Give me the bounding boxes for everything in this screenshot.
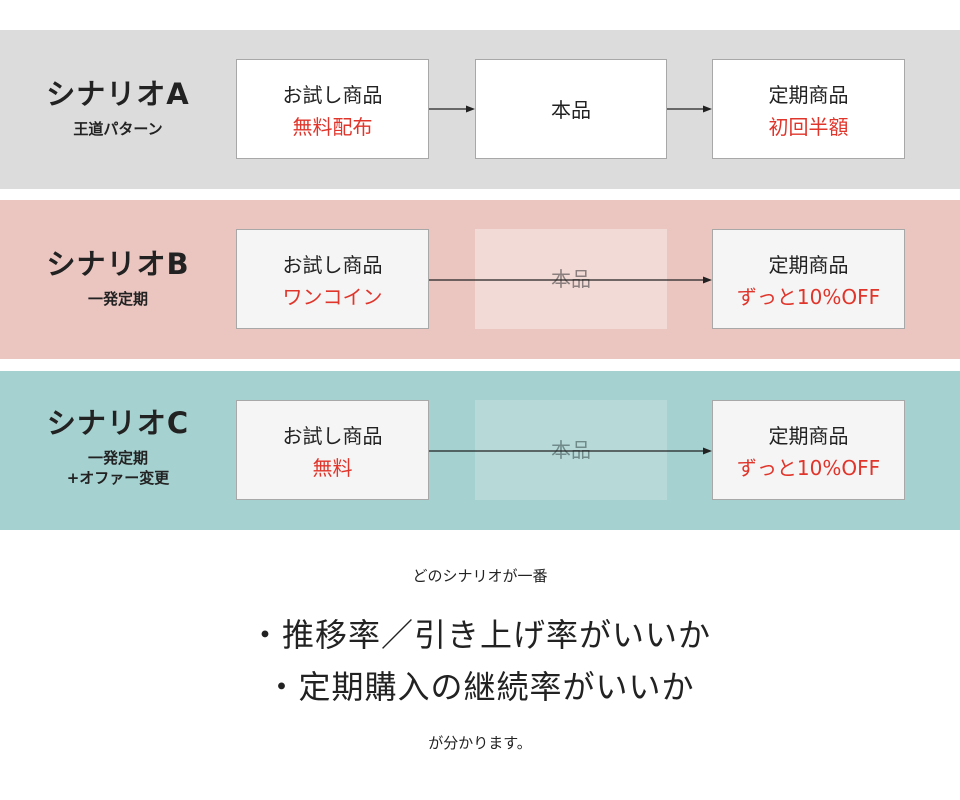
- scenario-a-main-product-box: 本品: [475, 59, 667, 159]
- scenario-a-subscription-offer: 初回半額: [768, 115, 849, 139]
- scenario-c-subtitle-line-1: 一発定期: [87, 449, 148, 467]
- scenario-a-main-product-label: 本品: [551, 98, 591, 122]
- scenario-c-subtitle-line-2: +オファー変更: [66, 469, 170, 487]
- scenario-a-band: シナリオA 王道パターン お試し商品 無料配布 本品 定期商品 初回半額: [0, 30, 960, 189]
- scenario-c-subscription-label: 定期商品: [768, 424, 849, 448]
- bullet-retention-rate: ・定期購入の継続率がいいか: [265, 668, 695, 706]
- scenario-b-trial-box: お試し商品 ワンコイン: [236, 229, 429, 329]
- scenario-b-subtitle: 一発定期: [87, 290, 148, 308]
- scenario-b-title: シナリオB: [46, 247, 190, 281]
- scenario-b-skipped-main-product-label: 本品: [551, 267, 591, 291]
- scenario-c-subscription-box: 定期商品 ずっと10%OFF: [712, 400, 905, 500]
- arrow-c-head: [703, 447, 712, 455]
- scenario-c-trial-box: お試し商品 無料: [236, 400, 429, 500]
- scenario-b-band: シナリオB 一発定期 お試し商品 ワンコイン 本品 定期商品 ずっと10%OFF: [0, 200, 960, 359]
- scenario-c-band: シナリオC 一発定期 +オファー変更 お試し商品 無料 本品 定期商品 ずっと1…: [0, 371, 960, 530]
- bottom-lead-text: どのシナリオが一番: [412, 567, 548, 585]
- arrow-b-head: [703, 276, 712, 284]
- scenario-a-subtitle: 王道パターン: [73, 120, 163, 138]
- scenario-a-trial-label: お試し商品: [282, 83, 383, 107]
- scenario-a-subscription-box: 定期商品 初回半額: [712, 59, 905, 159]
- bottom-tail-text: が分かります。: [428, 734, 532, 752]
- scenario-b-subscription-box: 定期商品 ずっと10%OFF: [712, 229, 905, 329]
- scenario-c-trial-offer: 無料: [312, 456, 353, 480]
- scenario-c-trial-label: お試し商品: [282, 424, 383, 448]
- scenario-c-skipped-main-product-label: 本品: [551, 438, 591, 462]
- arrow-a-2-head: [703, 105, 712, 113]
- scenario-a-trial-box: お試し商品 無料配布: [236, 59, 429, 159]
- scenario-b-skipped-main-product: 本品: [475, 229, 667, 329]
- scenario-a-title: シナリオA: [46, 77, 190, 111]
- scenario-b-subscription-label: 定期商品: [768, 253, 849, 277]
- arrow-a-1-head: [466, 105, 475, 113]
- scenario-b-trial-offer: ワンコイン: [282, 285, 383, 309]
- scenario-c-skipped-main-product: 本品: [475, 400, 667, 500]
- scenario-c-subtitle: 一発定期 +オファー変更: [0, 448, 236, 488]
- scenario-a-subscription-label: 定期商品: [768, 83, 849, 107]
- scenario-b-trial-label: お試し商品: [282, 253, 383, 277]
- scenario-b-subscription-offer: ずっと10%OFF: [736, 285, 881, 309]
- scenario-a-trial-offer: 無料配布: [292, 115, 373, 139]
- bullet-conversion-rate: ・推移率／引き上げ率がいいか: [248, 616, 711, 654]
- scenario-c-title: シナリオC: [46, 406, 190, 440]
- scenario-c-subscription-offer: ずっと10%OFF: [736, 456, 881, 480]
